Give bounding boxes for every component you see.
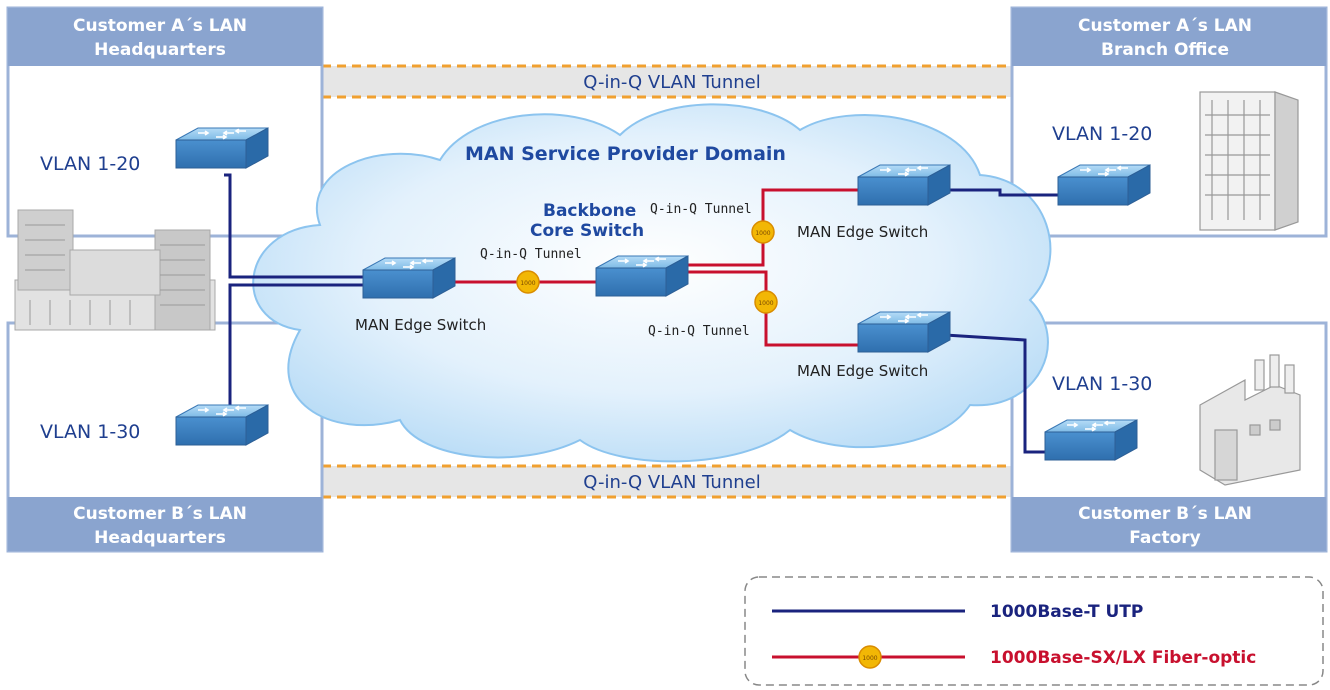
vlan-label: VLAN 1-20	[1052, 123, 1152, 145]
fiber-node-icon	[516, 270, 540, 294]
qinq-tunnel-label: Q-in-Q Tunnel	[650, 202, 752, 217]
panel-title-line1: Customer B´s LAN	[73, 504, 247, 524]
legend-utp-label: 1000Base-T UTP	[990, 602, 1143, 622]
customer-b-hq-switch-icon	[175, 404, 269, 446]
vlan-label: VLAN 1-30	[1052, 373, 1152, 395]
fiber-node-icon	[751, 220, 775, 244]
panel-title-line1: Customer B´s LAN	[1078, 504, 1252, 524]
man-edge-switch-label: MAN Edge Switch	[797, 223, 928, 241]
man-edge-switch-top-icon	[857, 164, 951, 206]
panel-customer-b-hq: Customer B´s LAN Headquarters VLAN 1-30	[6, 321, 324, 553]
headquarters-building-icon	[14, 209, 216, 331]
customer-b-factory-switch-icon	[1044, 419, 1138, 461]
qinq-tunnel-label: Q-in-Q Tunnel	[480, 247, 582, 262]
customer-a-hq-switch-icon	[175, 127, 269, 169]
man-edge-switch-left-icon	[362, 257, 456, 299]
bottom-tunnel-label: Q-in-Q VLAN Tunnel	[583, 472, 760, 493]
vlan-label: VLAN 1-20	[40, 153, 140, 175]
legend-fiber-node-icon	[858, 645, 882, 669]
man-edge-switch-bottom-icon	[857, 311, 951, 353]
panel-title-line2: Factory	[1129, 528, 1200, 548]
qinq-tunnel-label: Q-in-Q Tunnel	[648, 324, 750, 339]
panel-title-line2: Branch Office	[1101, 40, 1229, 60]
fiber-node-icon	[754, 290, 778, 314]
bottom-tunnel-band	[322, 464, 1012, 499]
top-tunnel-band	[322, 64, 1012, 99]
customer-a-branch-switch-icon	[1057, 164, 1151, 206]
backbone-core-switch-icon	[595, 255, 689, 297]
panel-customer-a-hq: Customer A´s LAN Headquarters VLAN 1-20	[6, 6, 324, 238]
panel-title-line1: Customer A´s LAN	[73, 16, 247, 36]
man-edge-switch-label: MAN Edge Switch	[355, 316, 486, 334]
panel-title-line2: Headquarters	[94, 40, 226, 60]
panel-title-line2: Headquarters	[94, 528, 226, 548]
factory-building-icon	[1199, 354, 1301, 486]
legend-fiber-label: 1000Base-SX/LX Fiber-optic	[990, 648, 1256, 668]
vlan-label: VLAN 1-30	[40, 421, 140, 443]
man-edge-switch-label: MAN Edge Switch	[797, 362, 928, 380]
top-tunnel-label: Q-in-Q VLAN Tunnel	[583, 72, 760, 93]
cloud-title: MAN Service Provider Domain	[465, 143, 786, 165]
panel-title-line1: Customer A´s LAN	[1078, 16, 1252, 36]
legend: 1000Base-T UTP 1000Base-SX/LX Fiber-opti…	[744, 576, 1324, 686]
office-building-icon	[1199, 91, 1299, 231]
core-switch-label-line2: Core Switch	[530, 221, 644, 241]
core-switch-label-line1: Backbone	[543, 201, 636, 221]
